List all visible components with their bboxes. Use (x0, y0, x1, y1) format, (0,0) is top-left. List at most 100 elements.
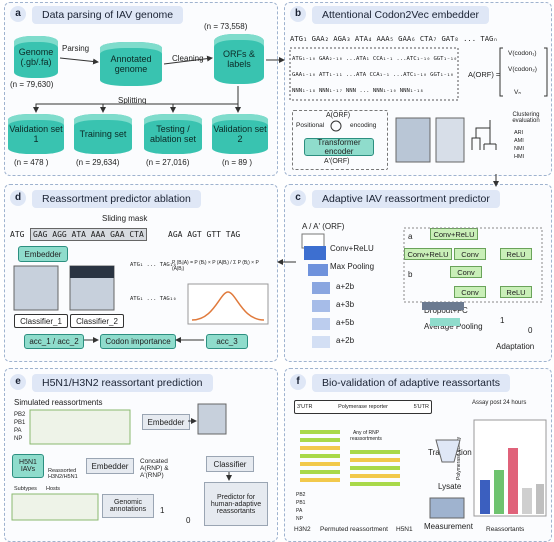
vector-bracket-right (544, 47, 548, 97)
sliding-mask-label: Sliding mask (102, 214, 148, 223)
seq-left: ATG (10, 230, 25, 239)
c-a-label: a (408, 232, 413, 241)
f-lysate: Lysate (438, 482, 462, 491)
c-block-conv-b: Conv (454, 286, 486, 298)
c-block-relu-a: ReLU (500, 248, 532, 260)
context-row-2: GAA₁₋₁₀ ATT₁₋₁₁ ...ATA CCA₁₋₁ ...ATC₁₋₁₀… (292, 72, 454, 78)
f-seg-pb2: PB2 (296, 492, 306, 498)
context-row-1: ATG₁₋₁₀ GAA₂₋₁₀ ...ATA₁ CCA₁₋₁ ...ATC₁₋₁… (292, 56, 458, 62)
positional-label: Positional (296, 122, 325, 129)
c-layer-3: a+5b (336, 318, 355, 327)
panel-c-title: Adaptive IAV reassortment predictor (312, 190, 500, 208)
panel-b-title: Attentional Codon2Vec embedder (312, 6, 490, 24)
bayes-formula: P (Bᵢ|A) = P (Bᵢ) × P (A|Bᵢ) / Σ P (Bⱼ) … (172, 260, 259, 272)
e-zero: 0 (186, 516, 191, 525)
aorf-equation: A(ORF) = (468, 70, 501, 79)
panel-a-title: Data parsing of IAV genome (32, 6, 184, 24)
seq-b: ATG₁ ... TAG₁₀ (130, 296, 177, 302)
e-embedding-matrix (197, 403, 227, 435)
c-layer-2: a+3b (336, 300, 355, 309)
panel-a-letter: a (10, 6, 26, 22)
classifier-2: Classifier_2 (70, 314, 124, 328)
f-permuted: Permuted reassortment (320, 526, 388, 533)
validation-set-2: Validation set 2 (212, 114, 268, 154)
f-any: Any of RNP reassortments (350, 430, 382, 442)
orfs-labels-cylinder: ORFs & labels (214, 34, 264, 84)
arrow-parsing (59, 57, 99, 65)
plus-circle-icon (330, 120, 342, 132)
testing-set: Testing / ablation set (144, 114, 202, 154)
subtype-host-grid (11, 493, 99, 521)
aorf-prime-label: A'(ORF) (324, 158, 350, 165)
seq-a: ATG₁ ... TAG₁₀ (130, 262, 177, 268)
e-genomic: Genomic annotations (102, 494, 154, 518)
validation-set-1: Validation set 1 (8, 114, 64, 154)
e-hosts: Hosts (46, 486, 61, 492)
c-layer-1: a+2b (336, 282, 355, 291)
test-count: (n = 27,016) (146, 158, 190, 167)
panel-f-letter: f (290, 374, 306, 390)
c-maxpool: Max Pooling (330, 262, 375, 271)
c-b-label: b (408, 270, 413, 279)
val2-count: (n = 89 ) (222, 158, 253, 167)
reassortment-bars (300, 430, 400, 486)
f-h3n2: H3N2 (294, 526, 311, 533)
f-assay: Assay post 24 hours (472, 400, 527, 406)
context-window (289, 47, 459, 101)
c-one: 1 (500, 316, 505, 325)
f-seg-pa: PA (296, 508, 303, 514)
e-classifier: Classifier (206, 456, 254, 472)
e-one: 1 (160, 506, 165, 515)
arrow-split-1 (33, 86, 239, 113)
panel-e-letter: e (10, 374, 26, 390)
val1-count: (n = 478 ) (14, 158, 49, 167)
acc12-box: acc_1 / acc_2 (24, 334, 84, 349)
panel-c-letter: c (290, 190, 306, 206)
panel-b-letter: b (290, 6, 306, 22)
seq-masked: GAG AGG ATA AAA GAA CTA (30, 228, 147, 241)
e-seg-pb2: PB2 (14, 412, 26, 418)
c-residual-block (403, 227, 543, 303)
metric-nmi: NMI (514, 146, 525, 152)
c-dropout-bar (422, 302, 464, 310)
codon-importance-box: Codon importance (100, 334, 176, 349)
vector-v1: V(codon₁) (508, 50, 537, 57)
embedding-matrix-1 (13, 265, 59, 311)
panel-e-title: H5N1/H3N2 reassortant prediction (32, 374, 213, 392)
acc3-box: acc_3 (206, 334, 248, 349)
clustering-label: Clustering evaluation (512, 112, 540, 124)
genome-cylinder: Genome (.gb/.fa) (14, 36, 58, 78)
e-h5n1-box: H5N1 IAVs (12, 454, 44, 478)
e-seg-np: NP (14, 436, 23, 442)
c-layer-stack (301, 233, 330, 348)
embedder-box: Embedder (18, 246, 68, 262)
dendrogram-icon (471, 120, 497, 150)
orfs-count: (n = 73,558) (204, 22, 248, 31)
e-embedder-top: Embedder (142, 414, 190, 430)
vector-vn: Vₙ (514, 89, 521, 96)
f-measurement: Measurement (424, 522, 473, 531)
transformer-area (292, 110, 388, 170)
c-input-label: A / A' (ORF) (302, 222, 345, 231)
c-zero: 0 (528, 326, 533, 335)
panel-f-title: Bio-validation of adaptive reassortants (312, 374, 511, 392)
metric-ari: ARI (514, 130, 524, 136)
training-set: Training set (74, 114, 132, 154)
f-bar-chart (473, 419, 547, 517)
aorf-label: A(ORF) (326, 112, 351, 119)
e-seg-pb1: PB1 (14, 420, 26, 426)
e-predictor: Predictor for human-adaptive reassortant… (204, 482, 268, 526)
parsing-label: Parsing (62, 44, 90, 53)
panel-d-title: Reassortment predictor ablation (32, 190, 201, 208)
panel-d-letter: d (10, 190, 26, 206)
vector-bracket-left (499, 47, 503, 97)
bell-curve-plot (187, 283, 269, 325)
measurement-tube (429, 439, 465, 519)
c-avgpool-bar (430, 318, 460, 326)
seq-right: AGA AGT GTT TAG (168, 230, 241, 239)
arrow-cleaning (163, 55, 213, 65)
encoding-label: encoding (350, 122, 377, 129)
metric-hmi: HMI (514, 154, 525, 160)
train-count: (n = 29,634) (76, 158, 120, 167)
